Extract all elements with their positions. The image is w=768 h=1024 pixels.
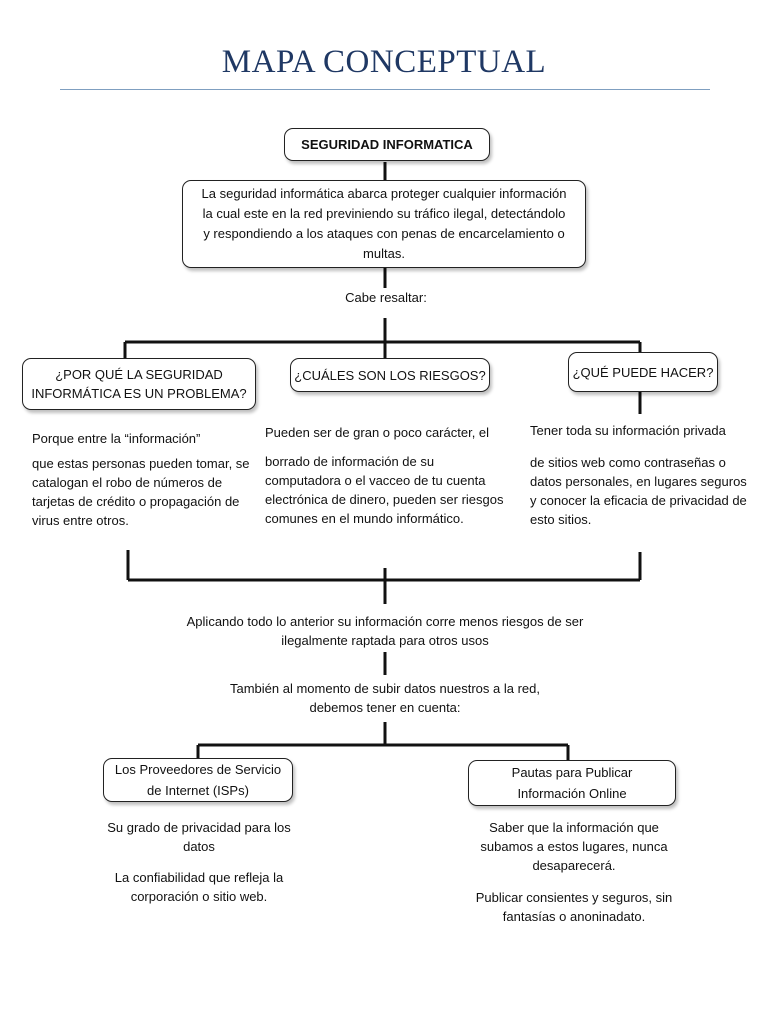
- publishing-guidelines-label: Pautas para Publicar Información Online: [511, 765, 633, 801]
- title-underline: [60, 89, 710, 90]
- branch-2-text-1: Pueden ser de gran o poco carácter, el: [265, 425, 490, 440]
- branch-why-problem-box: ¿POR QUÉ LA SEGURIDAD INFORMÁTICA ES UN …: [22, 358, 256, 410]
- root-concept-label: SEGURIDAD INFORMATICA: [301, 137, 473, 152]
- isp-text-1: Su grado de privacidad para los datos: [107, 820, 291, 854]
- branch-3-text-1: Tener toda su información privada: [530, 423, 726, 438]
- guidelines-text-1: Saber que la información que subamos a e…: [480, 820, 668, 873]
- isp-label: Los Proveedores de Servicio de Internet …: [114, 762, 282, 798]
- branch-risks-box: ¿CUÁLES SON LOS RIESGOS?: [290, 358, 490, 392]
- connector-note-2: También al momento de subir datos nuestr…: [229, 681, 540, 715]
- guidelines-text-2: Publicar consientes y seguros, sin fanta…: [475, 890, 673, 924]
- definition-box: La seguridad informática abarca proteger…: [182, 180, 586, 268]
- isp-text-2: La confiabilidad que refleja la corporac…: [114, 870, 284, 904]
- definition-text: La seguridad informática abarca proteger…: [201, 186, 567, 261]
- branch-2-text-2: borrado de información de su computadora…: [265, 454, 504, 526]
- branch-1-text-2: que estas personas pueden tomar, se cata…: [32, 456, 250, 528]
- branch-1-text-1: Porque entre la “información”: [32, 431, 201, 446]
- branch-what-to-do-label: ¿QUÉ PUEDE HACER?: [572, 364, 714, 380]
- branch-what-to-do-box: ¿QUÉ PUEDE HACER?: [568, 352, 718, 392]
- branch-3-text-2: de sitios web como contraseñas o datos p…: [530, 455, 747, 527]
- connector-note-1: Cabe resaltar:: [345, 290, 427, 305]
- conclusion-text: Aplicando todo lo anterior su informació…: [186, 614, 584, 648]
- branch-risks-label: ¿CUÁLES SON LOS RIESGOS?: [294, 367, 486, 383]
- page-title: MAPA CONCEPTUAL: [221, 44, 547, 80]
- branch-why-problem-label: ¿POR QUÉ LA SEGURIDAD INFORMÁTICA ES UN …: [31, 367, 247, 401]
- publishing-guidelines-box: Pautas para Publicar Información Online: [468, 760, 676, 806]
- isp-box: Los Proveedores de Servicio de Internet …: [103, 758, 293, 802]
- root-concept-box: SEGURIDAD INFORMATICA: [284, 128, 490, 161]
